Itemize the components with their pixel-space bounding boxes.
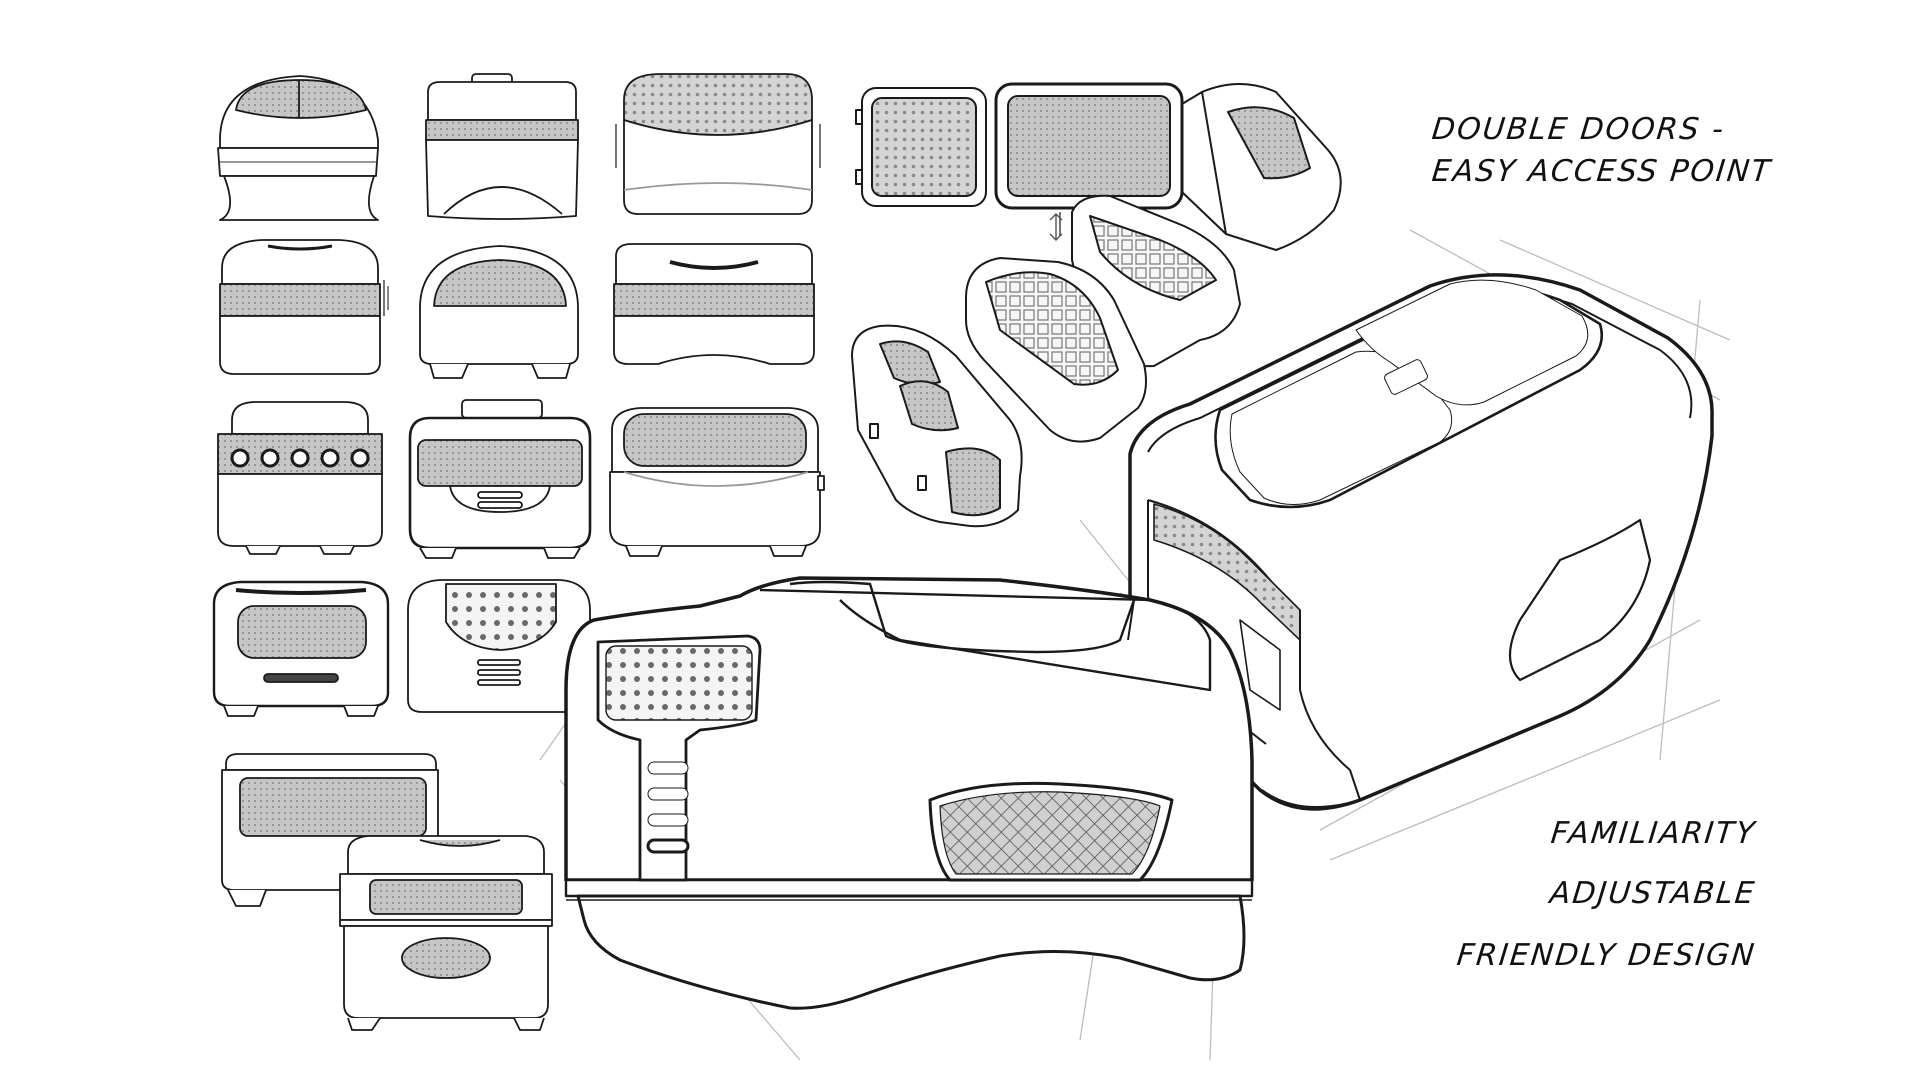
feature-friendly-design: FRIENDLY DESIGN [1455, 938, 1758, 973]
concept-sketch [217, 401, 383, 555]
concept-sketch [613, 243, 815, 365]
concept-sketch [609, 407, 825, 557]
front-carrier [851, 324, 1023, 528]
concept-sketch [419, 245, 579, 379]
annotation-easy-access: EASY ACCESS POINT [1430, 154, 1774, 189]
grid-carrier [965, 257, 1147, 443]
hero-carrier-front-view [564, 576, 1254, 1010]
concept-sketch [425, 73, 579, 220]
side-open-carrier [1181, 83, 1342, 251]
solid-door-panel [994, 82, 1184, 236]
concept-sketch [219, 239, 385, 375]
concept-sketch [221, 753, 439, 907]
hero-carrier-top-view [1128, 273, 1714, 811]
door-detail-sketches [851, 82, 1342, 528]
feature-adjustable: ADJUSTABLE [1548, 876, 1758, 911]
thumbnail-sketches [212, 73, 825, 1031]
concept-sketch [339, 835, 553, 1031]
concept-sketch [408, 399, 592, 559]
motion-arrows [387, 213, 1063, 310]
annotation-double-doors: DOUBLE DOORS - [1430, 112, 1727, 147]
concept-sketch [407, 579, 591, 713]
feature-familiarity: FAMILIARITY [1548, 816, 1758, 851]
concept-sketch [615, 73, 821, 215]
concept-sketch [212, 580, 390, 717]
concept-sketch [217, 75, 379, 221]
mesh-door-panel [855, 87, 987, 207]
